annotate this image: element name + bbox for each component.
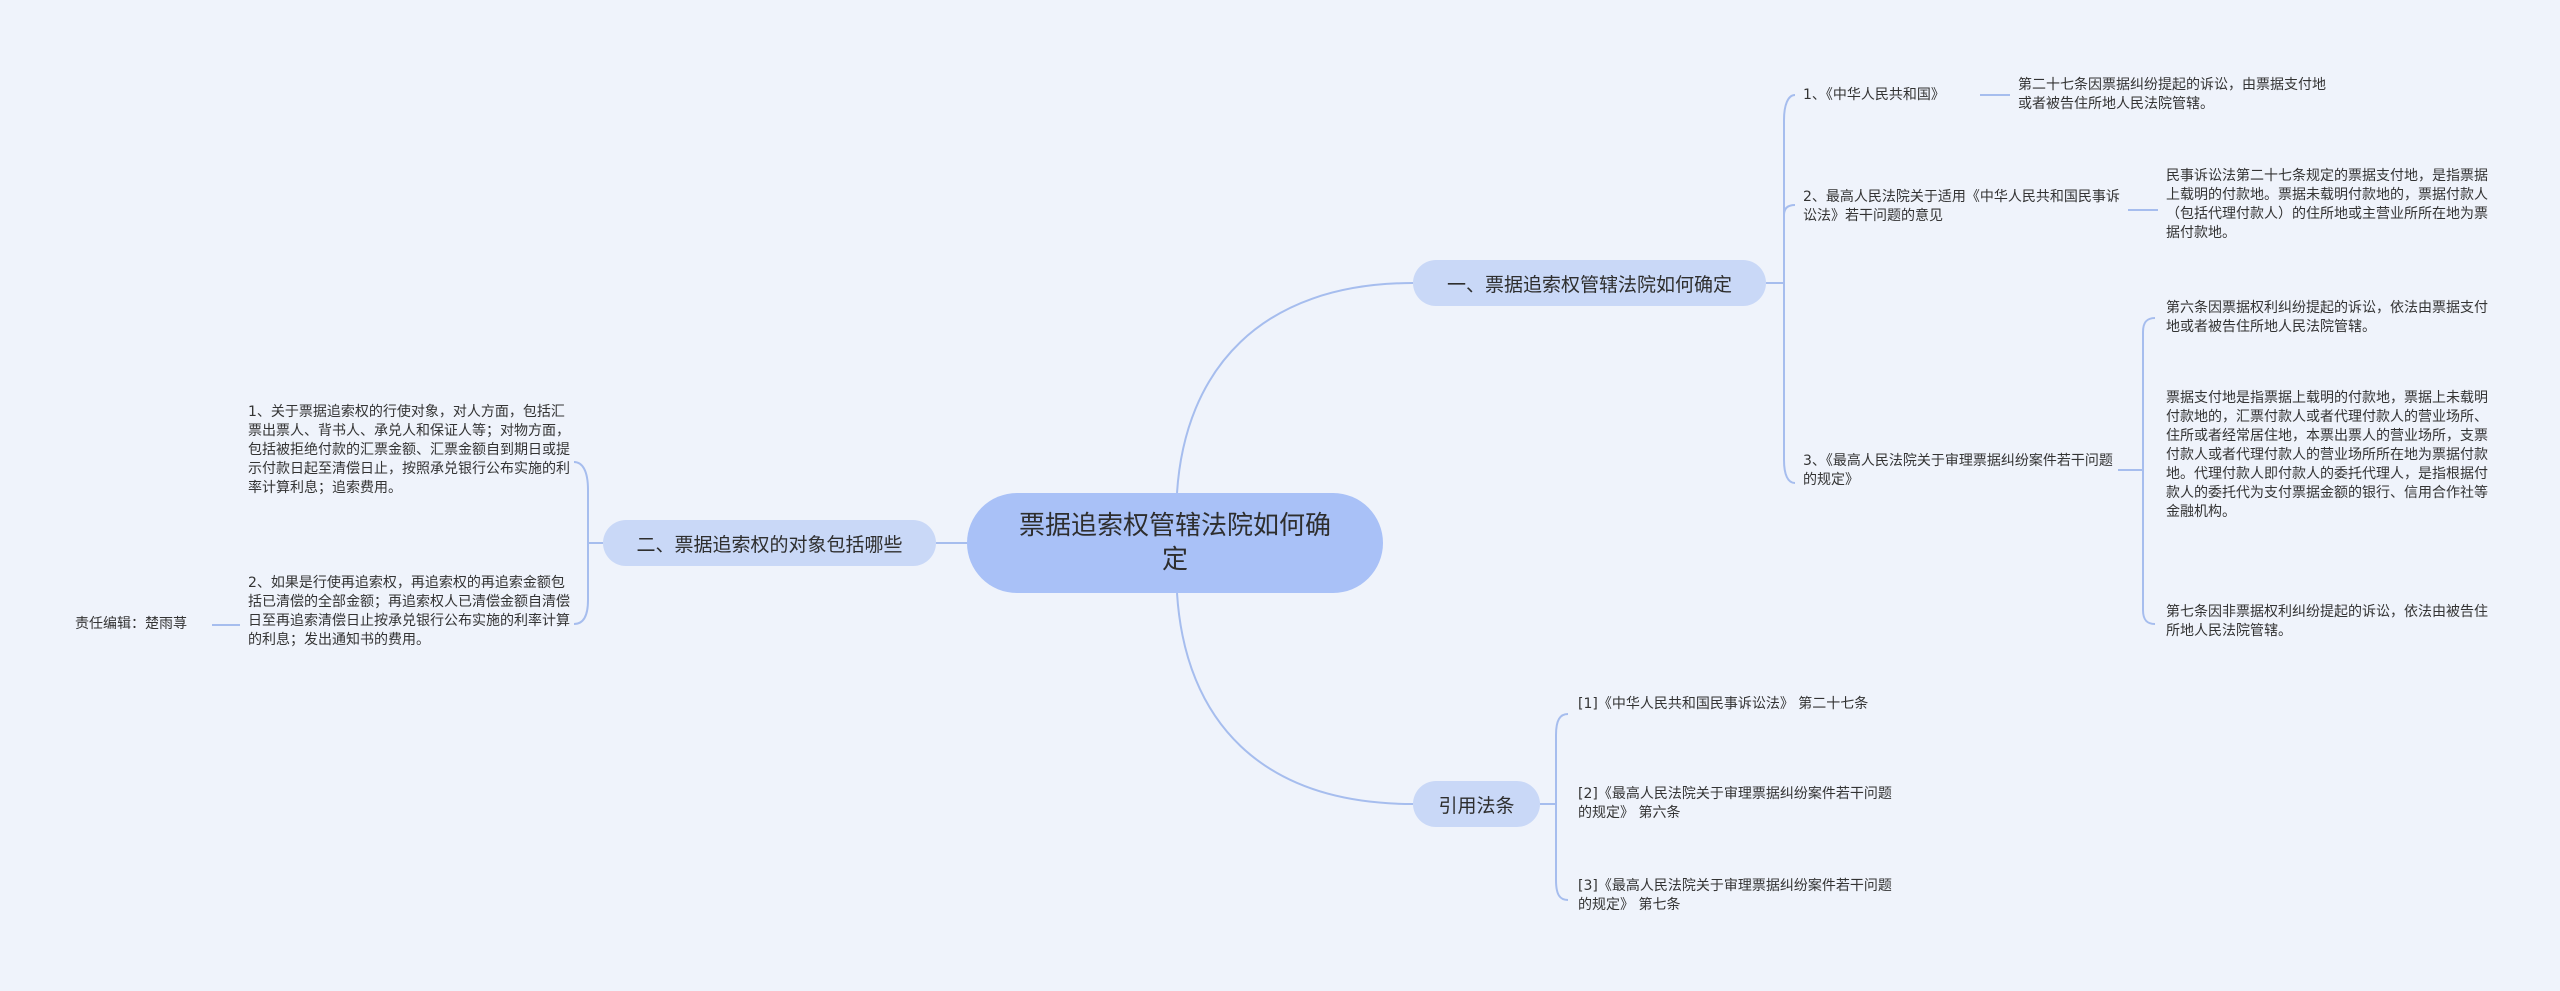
detail-1-1[interactable]: 第二十七条因票据纠纷提起的诉讼，由票据支付地或者被告住所地人民法院管辖。 <box>2018 77 2326 112</box>
detail-1-3-c[interactable]: 第七条因非票据权利纠纷提起的诉讼，依法由被告住所地人民法院管辖。 <box>2166 604 2488 639</box>
subtopic-1-3[interactable]: 3、《最高人民法院关于审理票据纠纷案件若干问题的规定》 <box>1803 453 2113 488</box>
branch-label: 引用法条 <box>1438 794 1515 817</box>
subtopic-1-2[interactable]: 2、最高人民法院关于适用《中华人民共和国民事诉讼法》若干问题的意见 <box>1803 189 2120 224</box>
detail-1-2[interactable]: 民事诉讼法第二十七条规定的票据支付地，是指票据上载明的付款地。票据未载明付款地的… <box>2166 168 2488 241</box>
branch-jurisdiction[interactable]: 一、票据追索权管辖法院如何确定 <box>1413 260 1766 306</box>
branch-label: 二、票据追索权的对象包括哪些 <box>636 533 903 556</box>
citation-1[interactable]: [1]《中华人民共和国民事诉讼法》 第二十七条 <box>1578 696 1869 712</box>
subtopic-2-1[interactable]: 1、关于票据追索权的行使对象，对人方面，包括汇票出票人、背书人、承兑人和保证人等… <box>248 404 570 496</box>
root-title: 票据追索权管辖法院如何确定 <box>1018 511 1331 575</box>
detail-1-3-b[interactable]: 票据支付地是指票据上载明的付款地，票据上未载明付款地的，汇票付款人或者代理付款人… <box>2166 390 2488 520</box>
subtopic-1-1[interactable]: 1、《中华人民共和国》 <box>1803 87 1945 103</box>
citation-2[interactable]: [2]《最高人民法院关于审理票据纠纷案件若干问题的规定》 第六条 <box>1578 786 1892 821</box>
branch-objects[interactable]: 二、票据追索权的对象包括哪些 <box>603 520 936 566</box>
detail-1-3-a[interactable]: 第六条因票据权利纠纷提起的诉讼，依法由票据支付地或者被告住所地人民法院管辖。 <box>2166 300 2488 335</box>
branch-cited-laws[interactable]: 引用法条 <box>1413 781 1540 827</box>
branch-label: 一、票据追索权管辖法院如何确定 <box>1446 273 1732 296</box>
citation-3[interactable]: [3]《最高人民法院关于审理票据纠纷案件若干问题的规定》 第七条 <box>1578 878 1892 913</box>
subtopic-2-2[interactable]: 2、如果是行使再追索权，再追索权的再追索金额包括已清偿的全部金额；再追索权人已清… <box>248 575 570 648</box>
root-topic[interactable]: 票据追索权管辖法院如何确定 <box>967 493 1383 593</box>
editor-credit: 责任编辑：楚雨荨 <box>75 616 187 632</box>
